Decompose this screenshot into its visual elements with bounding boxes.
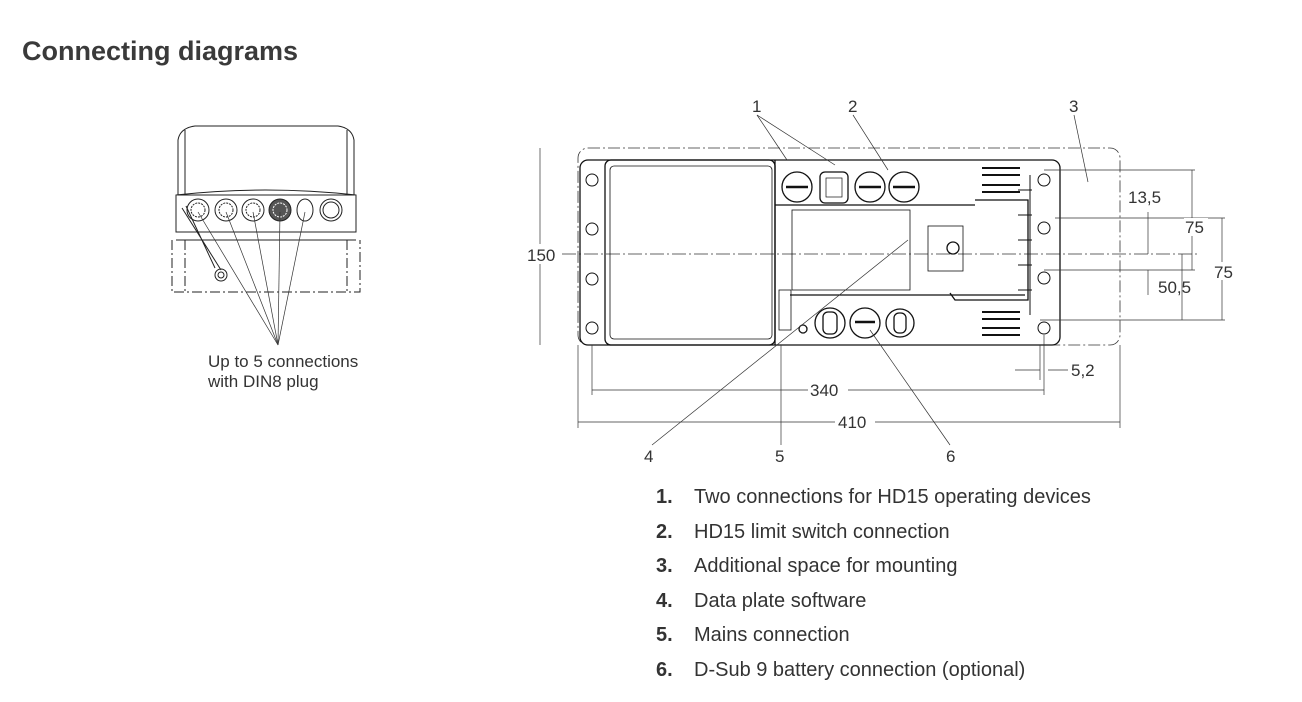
list-item: 6. D-Sub 9 battery connection (optional)	[656, 659, 1091, 694]
dim-inner-width: 340	[810, 381, 838, 400]
list-item: 4. Data plate software	[656, 590, 1091, 625]
left-figure-caption: Up to 5 connections with DIN8 plug	[208, 352, 408, 392]
list-item: 5. Mains connection	[656, 624, 1091, 659]
item-number: 6.	[656, 658, 673, 681]
item-number: 1.	[656, 486, 673, 508]
list-item: 3. Additional space for mounting	[656, 555, 1091, 590]
item-text: Mains connection	[694, 624, 850, 646]
item-text: HD15 limit switch connection	[694, 520, 950, 543]
page-title: Connecting diagrams	[22, 36, 299, 66]
item-number: 3.	[656, 555, 673, 577]
item-number: 2.	[656, 520, 673, 543]
dim-75-b: 75	[1214, 263, 1233, 282]
item-text: Data plate software	[694, 589, 867, 612]
dim-height: 150	[527, 246, 555, 265]
dim-outer-width: 410	[838, 413, 866, 432]
item-number: 4.	[656, 589, 673, 612]
mounting-holes-right	[1037, 173, 1051, 335]
callout-5: 5	[775, 447, 784, 466]
legend-list: 1. Two connections for HD15 operating dev…	[656, 486, 1091, 693]
list-item: 2. HD15 limit switch connection	[656, 521, 1091, 556]
dim-50-5: 50,5	[1158, 278, 1191, 297]
list-item: 1. Two connections for HD15 operating dev…	[656, 486, 1091, 521]
callout-4: 4	[644, 447, 653, 466]
callout-6: 6	[946, 447, 955, 466]
item-number: 5.	[656, 624, 673, 646]
dim-offset: 5,2	[1071, 361, 1095, 380]
callout-2: 2	[848, 97, 857, 116]
mounting-holes-left	[585, 173, 599, 335]
item-text: Additional space for mounting	[694, 555, 958, 577]
item-text: D-Sub 9 battery connection (optional)	[694, 658, 1026, 681]
callout-3: 3	[1069, 97, 1078, 116]
item-text: Two connections for HD15 operating devic…	[694, 486, 1091, 508]
caption-line: Up to 5 connections	[208, 352, 359, 371]
caption-line: with DIN8 plug	[208, 372, 319, 391]
callout-1: 1	[752, 97, 761, 116]
dim-75-a: 75	[1185, 218, 1204, 237]
dim-13-5: 13,5	[1128, 188, 1161, 207]
